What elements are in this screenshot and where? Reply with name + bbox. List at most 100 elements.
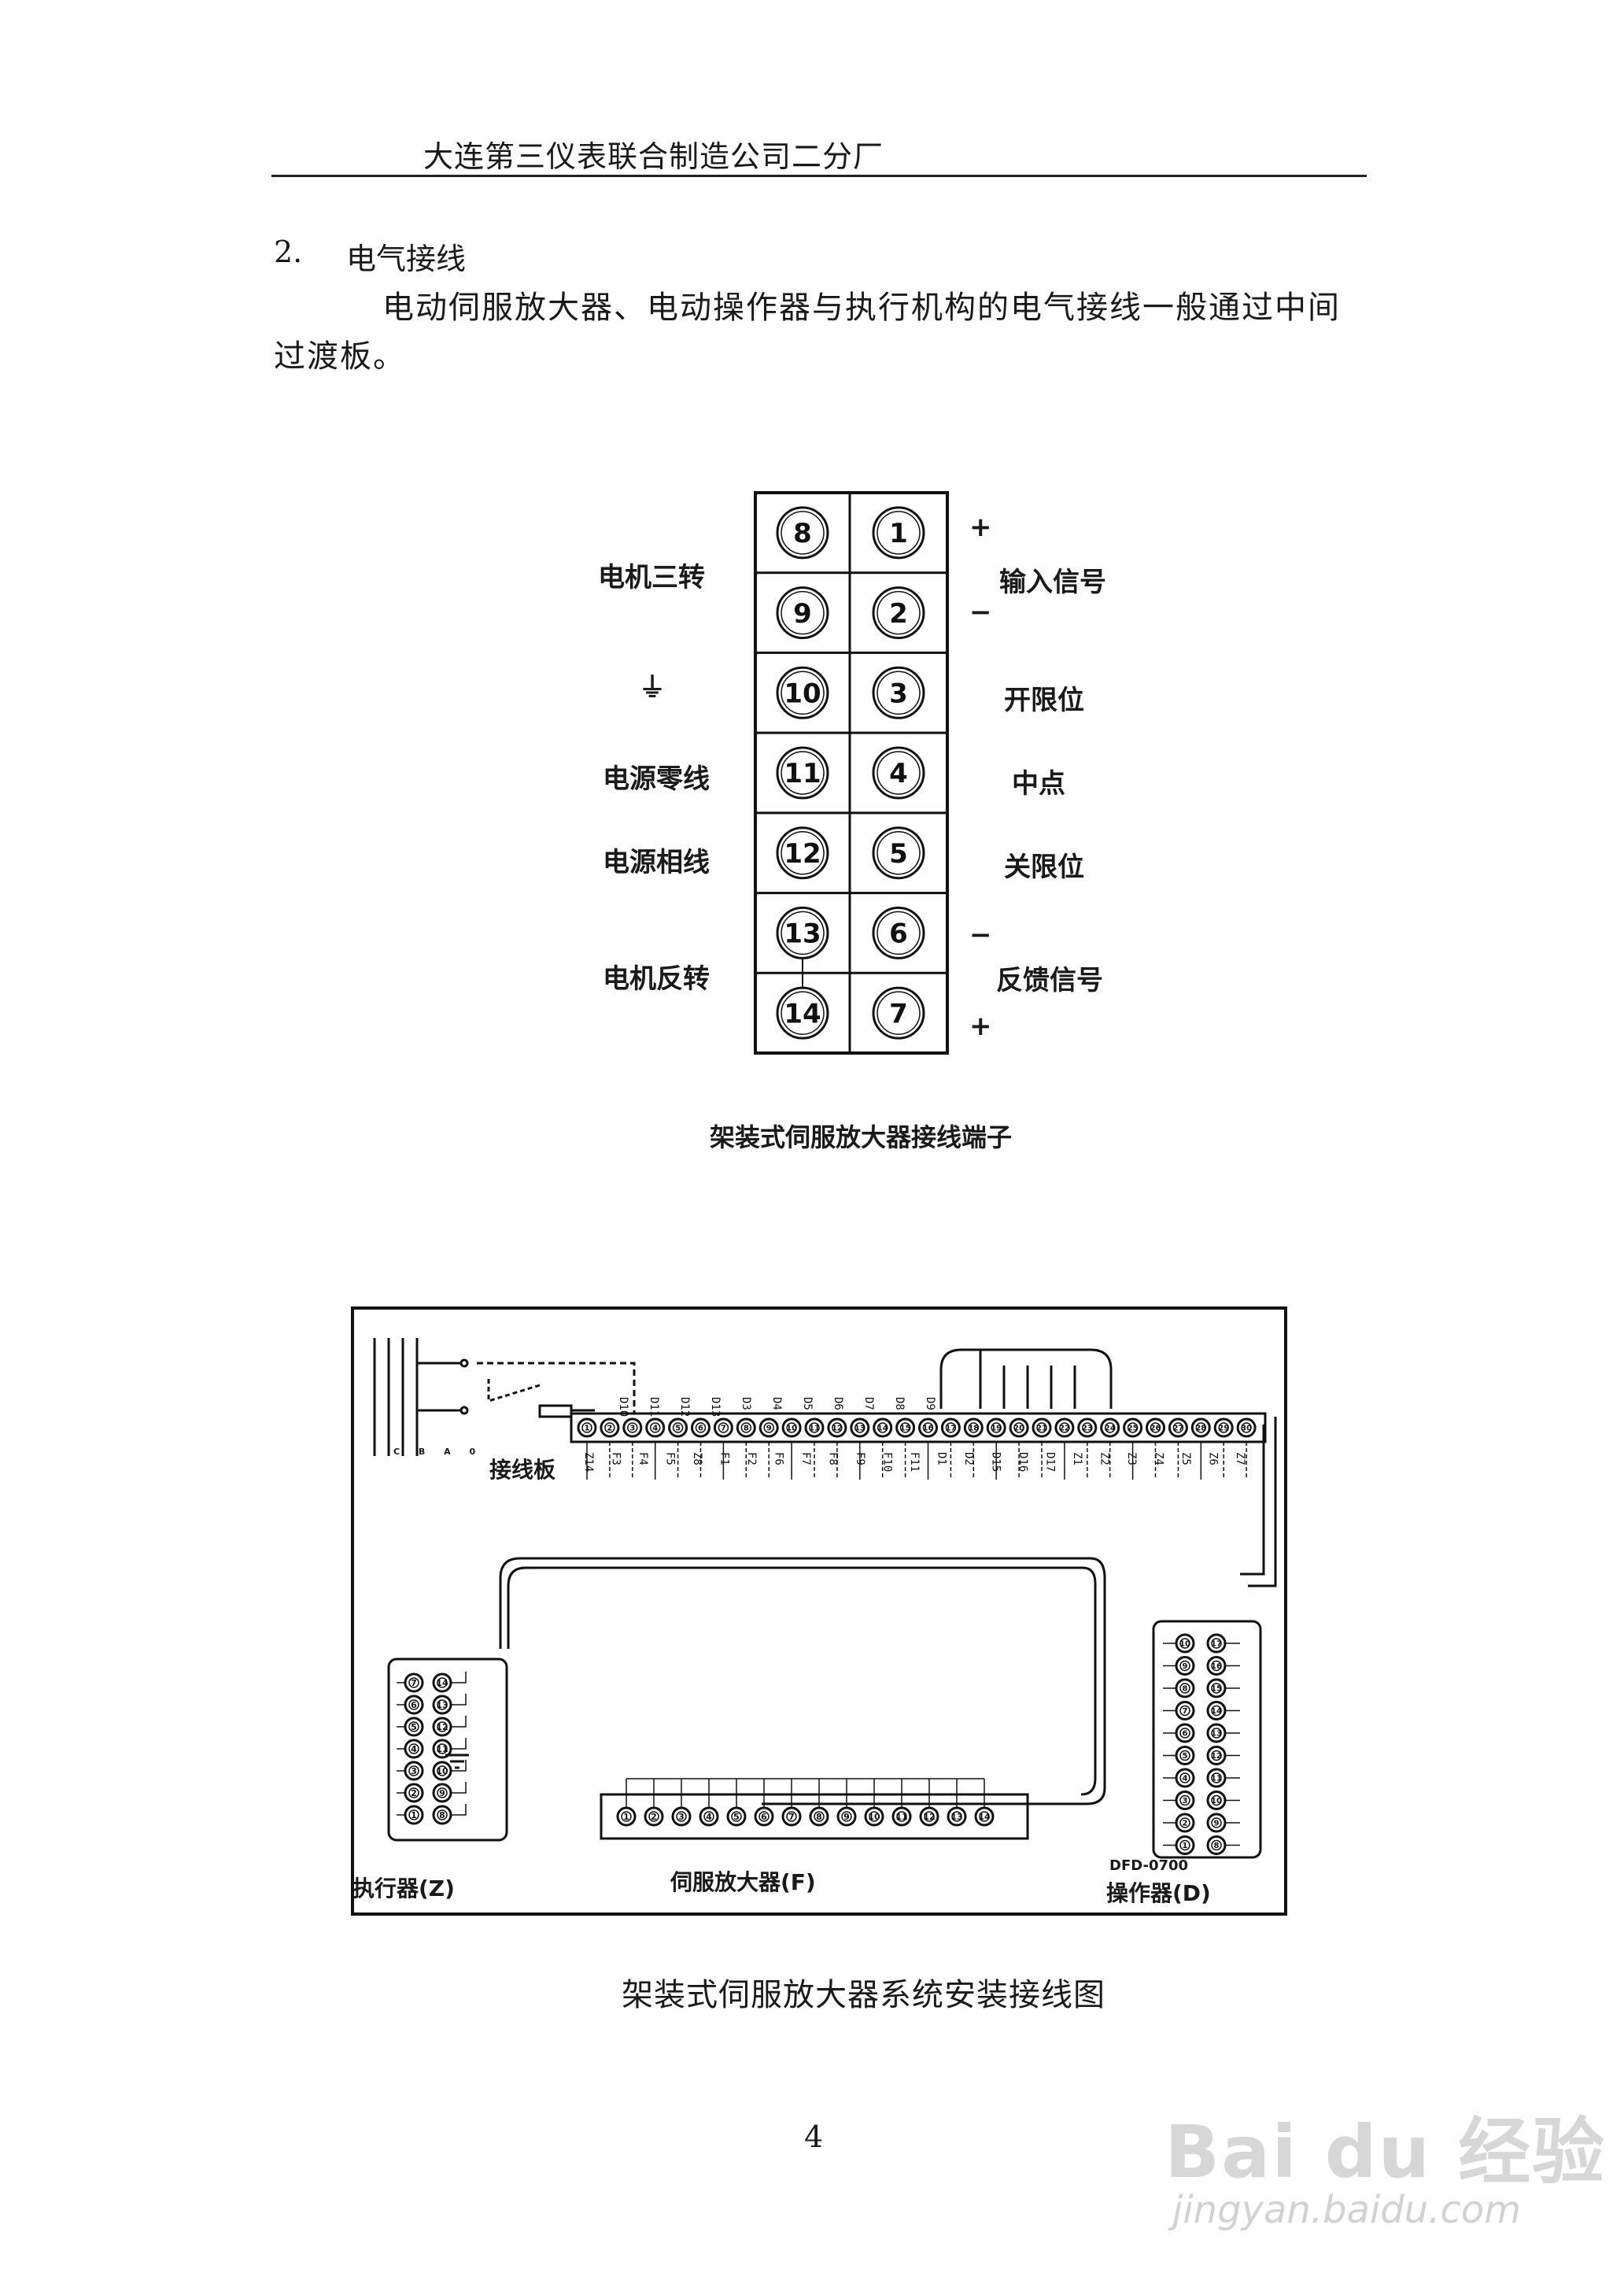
board-terminal-9: 9 xyxy=(758,1417,779,1438)
terminal-11: 11 xyxy=(776,746,829,800)
board-bottom-code: Z8 xyxy=(691,1452,703,1465)
board-top-code: D6 xyxy=(832,1397,844,1410)
svg-text:9: 9 xyxy=(793,598,812,630)
actuator-terminal-8: 8 xyxy=(432,1805,452,1825)
terminal-9: 9 xyxy=(776,586,829,640)
label-minus-bottom: − xyxy=(969,919,992,951)
board-terminal-13: 13 xyxy=(850,1417,870,1438)
svg-text:6: 6 xyxy=(761,1812,767,1822)
operator-terminal-5: 5 xyxy=(1175,1746,1195,1765)
watermark-url: jingyan.baidu.com xyxy=(1172,2188,1521,2232)
svg-text:5: 5 xyxy=(1183,1752,1188,1761)
board-top-code: D5 xyxy=(801,1397,814,1410)
svg-text:12: 12 xyxy=(923,1812,935,1822)
amplifier-terminal-4: 4 xyxy=(699,1806,719,1827)
actuator-wire xyxy=(451,1694,467,1706)
svg-text:13: 13 xyxy=(950,1812,962,1822)
svg-text:7: 7 xyxy=(788,1812,795,1822)
operator-terminal-1: 1 xyxy=(1175,1835,1195,1855)
svg-text:9: 9 xyxy=(766,1425,772,1433)
terminal-14: 14 xyxy=(776,986,829,1040)
board-bottom-code: Z3 xyxy=(1125,1452,1138,1465)
actuator-wire xyxy=(451,1738,467,1750)
terminal-5: 5 xyxy=(872,826,925,880)
ground-icon: ⏚ xyxy=(639,672,666,704)
svg-text:14: 14 xyxy=(436,1678,448,1688)
svg-text:5: 5 xyxy=(675,1425,681,1433)
svg-text:24: 24 xyxy=(1105,1425,1116,1433)
amplifier-terminal-5: 5 xyxy=(726,1806,747,1827)
svg-text:6: 6 xyxy=(698,1425,703,1433)
svg-text:29: 29 xyxy=(1218,1425,1229,1433)
board-terminal-14: 14 xyxy=(873,1417,893,1438)
svg-text:7: 7 xyxy=(411,1678,417,1688)
board-strip xyxy=(570,1412,1267,1443)
actuator-terminal-3: 3 xyxy=(404,1761,424,1781)
board-terminal-25: 25 xyxy=(1123,1417,1143,1438)
board-terminal-4: 4 xyxy=(645,1417,666,1438)
svg-text:7: 7 xyxy=(1183,1707,1188,1716)
svg-text:18: 18 xyxy=(968,1425,979,1433)
svg-text:4: 4 xyxy=(1183,1775,1188,1783)
board-top-code: D12 xyxy=(678,1397,691,1417)
terminal-3: 3 xyxy=(872,666,925,719)
svg-text:13: 13 xyxy=(784,918,821,950)
board-terminal-3: 3 xyxy=(622,1417,643,1438)
label-plus-bottom: + xyxy=(969,1011,992,1042)
operator-terminal-6: 6 xyxy=(1175,1723,1195,1743)
terminal-4: 4 xyxy=(872,746,925,800)
svg-text:16: 16 xyxy=(923,1425,934,1433)
terminal-10: 10 xyxy=(776,666,829,719)
board-terminal-12: 12 xyxy=(827,1417,847,1438)
svg-text:11: 11 xyxy=(1211,1775,1222,1783)
svg-text:15: 15 xyxy=(1211,1685,1222,1694)
board-bottom-code: F11 xyxy=(908,1452,921,1472)
label-motor-cw: 电机三转 xyxy=(598,562,705,593)
svg-text:2: 2 xyxy=(607,1425,612,1433)
board-terminal-10: 10 xyxy=(781,1417,802,1438)
svg-text:9: 9 xyxy=(1183,1662,1188,1671)
terminal-block-caption: 架装式伺服放大器接线端子 xyxy=(710,1122,1013,1152)
svg-text:10: 10 xyxy=(786,1425,797,1433)
page-number: 4 xyxy=(804,2119,824,2154)
svg-text:9: 9 xyxy=(439,1788,445,1798)
svg-text:10: 10 xyxy=(868,1812,880,1822)
board-top-code: D8 xyxy=(893,1397,906,1410)
board-terminal-19: 19 xyxy=(986,1417,1006,1438)
label-close-limit: 关限位 xyxy=(1004,852,1084,883)
operator-terminal-7: 7 xyxy=(1175,1701,1195,1720)
board-terminal-22: 22 xyxy=(1054,1417,1075,1438)
board-bottom-code: F5 xyxy=(664,1452,677,1465)
actuator-terminal-9: 9 xyxy=(432,1783,452,1803)
svg-text:1: 1 xyxy=(889,518,908,549)
svg-text:5: 5 xyxy=(411,1722,417,1732)
board-bottom-code: D2 xyxy=(962,1452,975,1465)
board-bottom-code: D1 xyxy=(936,1452,948,1465)
board-bottom-code: Z1 xyxy=(1071,1452,1083,1465)
terminal-2: 2 xyxy=(872,586,925,640)
terminal-1: 1 xyxy=(872,506,925,560)
operator-terminal-9: 9 xyxy=(1206,1813,1227,1833)
section-number: 2. xyxy=(274,235,303,269)
paragraph-line-2: 过渡板。 xyxy=(274,338,406,375)
board-terminal-29: 29 xyxy=(1213,1417,1234,1438)
svg-text:5: 5 xyxy=(733,1812,740,1822)
board-top-code: D13 xyxy=(709,1397,722,1417)
svg-text:26: 26 xyxy=(1150,1425,1161,1433)
operator-terminal-10: 10 xyxy=(1175,1633,1195,1654)
svg-text:21: 21 xyxy=(1036,1425,1047,1433)
amplifier-terminal-7: 7 xyxy=(781,1806,802,1827)
operator-terminal-9: 9 xyxy=(1175,1656,1195,1676)
board-bottom-code: D17 xyxy=(1044,1452,1057,1472)
board-top-code: D11 xyxy=(648,1397,660,1417)
board-terminal-28: 28 xyxy=(1190,1417,1211,1438)
operator-terminal-12: 12 xyxy=(1206,1746,1227,1765)
board-terminal-18: 18 xyxy=(963,1417,984,1438)
terminal-6: 6 xyxy=(872,906,925,959)
board-bottom-code: F10 xyxy=(881,1452,894,1472)
board-terminal-7: 7 xyxy=(713,1417,733,1438)
svg-text:13: 13 xyxy=(436,1700,448,1710)
svg-text:23: 23 xyxy=(1082,1425,1093,1433)
label-input-signal: 输入信号 xyxy=(999,567,1106,598)
